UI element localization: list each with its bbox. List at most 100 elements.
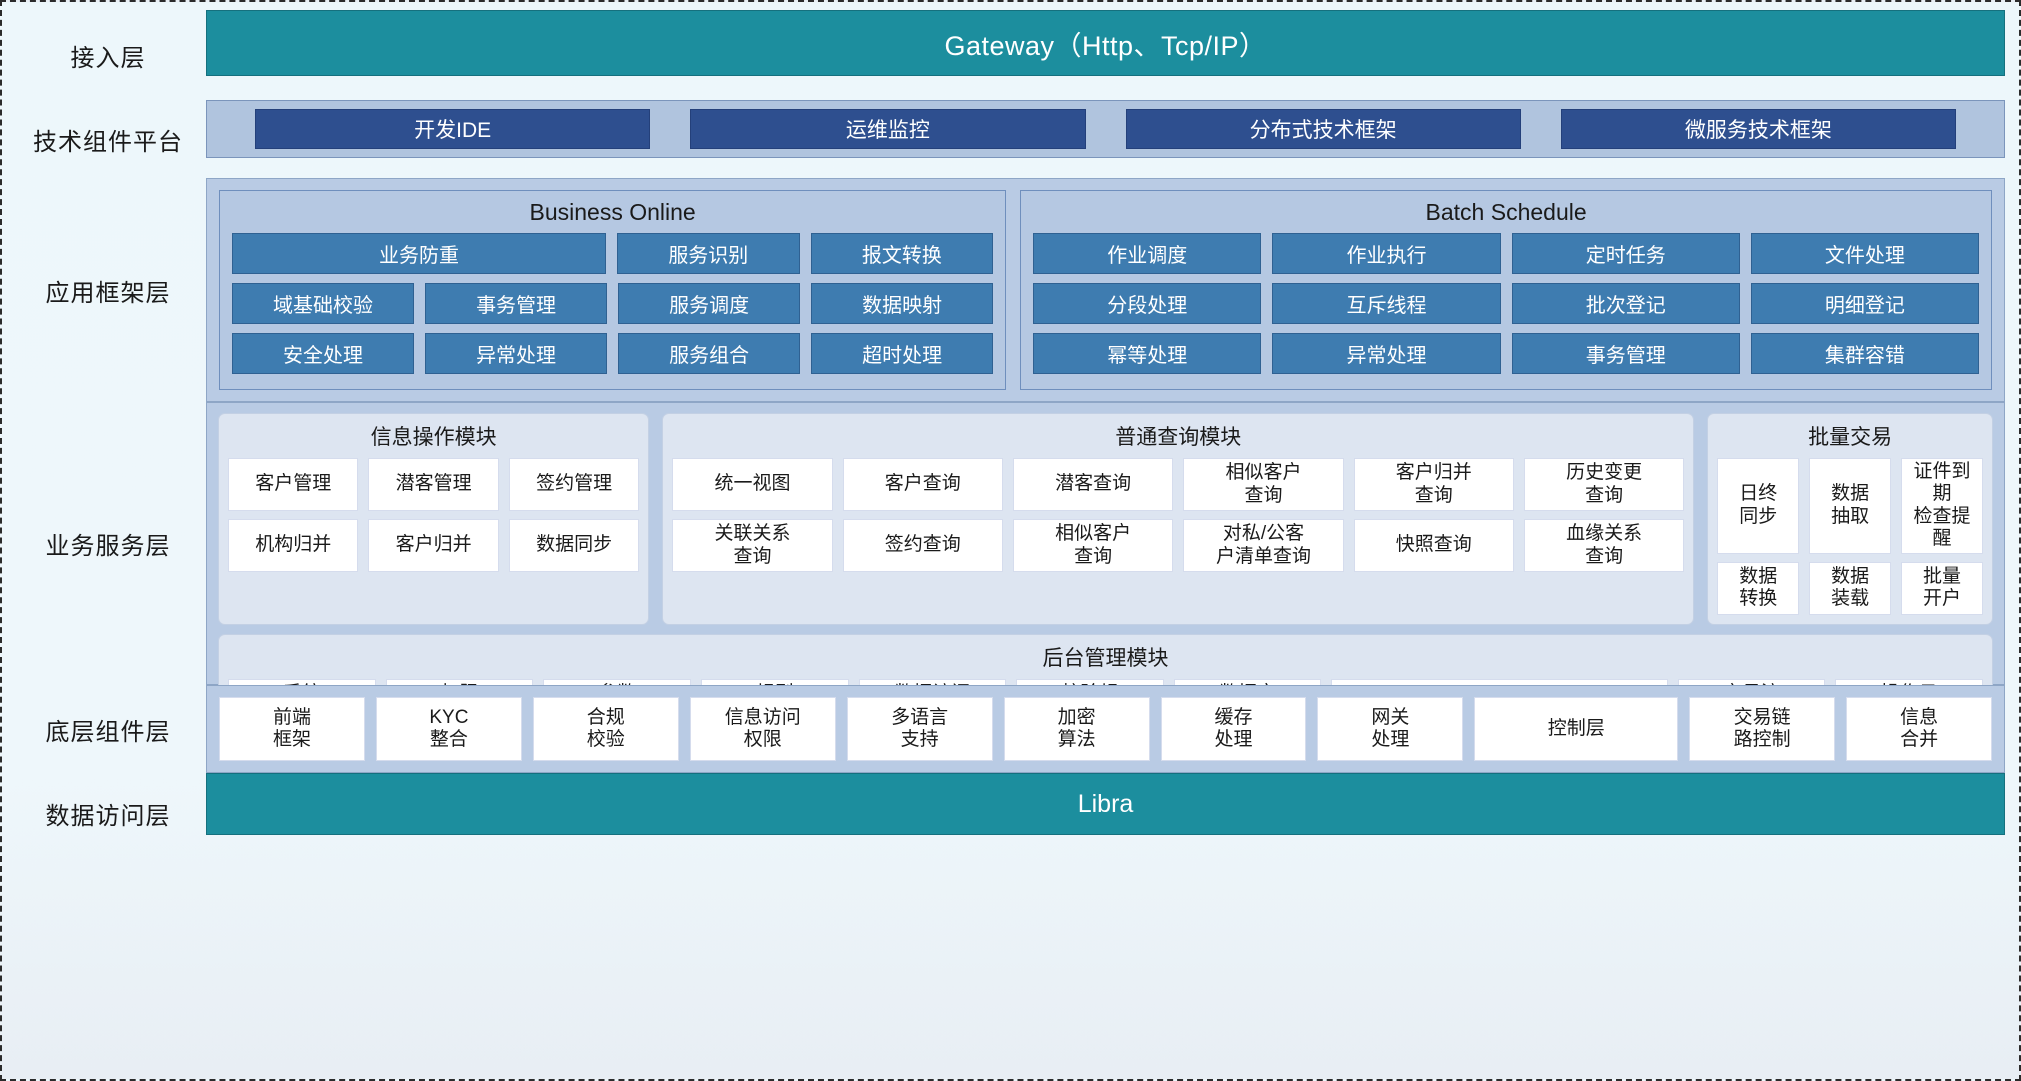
cell-data-load[interactable]: 数据 装载: [1809, 561, 1892, 615]
cell-snapshot-query[interactable]: 快照查询: [1353, 519, 1514, 572]
app-cell-jqrc[interactable]: 集群容错: [1750, 333, 1980, 374]
app-cell-zydd[interactable]: 作业调度: [1033, 233, 1262, 274]
cell-org-merge[interactable]: 机构归并: [228, 519, 359, 572]
cell-customer-query[interactable]: 客户查询: [842, 458, 1003, 511]
app-cell-yjcjy[interactable]: 域基础校验: [232, 283, 415, 324]
group-title-business-online: Business Online: [529, 199, 696, 225]
cell-info-merge[interactable]: 信息 合并: [1846, 697, 1993, 761]
layer-data-access: 数据访问层 Libra: [10, 773, 2005, 853]
module-title-info-operation: 信息操作模块: [370, 426, 497, 449]
cell-contract-query[interactable]: 签约查询: [842, 519, 1003, 572]
cell-customer-merge[interactable]: 客户归并: [368, 519, 499, 572]
module-row: 统一视图 客户查询 潜客查询 相似客户 查询 客户归并 查询 历史变更 查询: [672, 458, 1685, 511]
cell-data-transform[interactable]: 数据 转换: [1717, 561, 1800, 615]
app-cell-mdcl[interactable]: 幂等处理: [1033, 333, 1262, 374]
tech-chip-ide[interactable]: 开发IDE: [255, 109, 651, 149]
layer-label-business-service: 业务服务层: [45, 533, 171, 560]
cell-encryption-algorithm[interactable]: 加密 算法: [1003, 697, 1150, 761]
module-row: 客户管理 潜客管理 签约管理: [228, 458, 640, 511]
app-cell-yccl-batch[interactable]: 异常处理: [1272, 333, 1501, 374]
cell-cache-processing[interactable]: 缓存 处理: [1160, 697, 1307, 761]
cell-id-expiry-reminder[interactable]: 证件到期 检查提醒: [1901, 458, 1983, 554]
layer-label-access: 接入层: [70, 44, 146, 72]
app-cell-sjys[interactable]: 数据映射: [811, 283, 994, 324]
cell-history-change-query[interactable]: 历史变更 查询: [1523, 458, 1685, 511]
app-cell-bwzh[interactable]: 报文转换: [810, 233, 994, 274]
cell-lineage-query[interactable]: 血缘关系 查询: [1523, 519, 1685, 572]
cell-customer-merge-query[interactable]: 客户归并 查询: [1353, 458, 1514, 511]
app-cell-mxdj[interactable]: 明细登记: [1750, 283, 1980, 324]
cell-frontend-framework[interactable]: 前端 框架: [219, 697, 365, 761]
app-cell-zyzx[interactable]: 作业执行: [1272, 233, 1501, 274]
layer-label-app-framework: 应用框架层: [45, 279, 171, 307]
app-cell-swgl-batch[interactable]: 事务管理: [1511, 333, 1740, 374]
tech-chip-band: 开发IDE 运维监控 分布式技术框架 微服务技术框架: [206, 100, 2005, 158]
app-cell-yccl[interactable]: 异常处理: [425, 333, 608, 374]
group-business-online: Business Online 业务防重 服务识别 报文转换 域基础校验 事务管…: [219, 190, 1007, 390]
module-batch-transaction: 批量交易 日终 同步 数据 抽取 证件到期 检查提醒 数据 转换 数据 装载 批…: [1707, 413, 1993, 625]
layer-label-data-access: 数据访问层: [45, 802, 171, 830]
app-cell-cscl[interactable]: 超时处理: [811, 333, 994, 374]
cell-customer-mgmt[interactable]: 客户管理: [228, 458, 359, 511]
tech-chip-distributed-framework[interactable]: 分布式技术框架: [1125, 109, 1521, 149]
module-title-batch-transaction: 批量交易: [1808, 426, 1893, 449]
cell-contract-mgmt[interactable]: 签约管理: [508, 458, 640, 511]
cell-control-layer[interactable]: 控制层: [1474, 697, 1679, 761]
cell-transaction-chain-control[interactable]: 交易链 路控制: [1689, 697, 1836, 761]
cell-multilanguage-support[interactable]: 多语言 支持: [846, 697, 993, 761]
group-title-batch-schedule: Batch Schedule: [1425, 199, 1587, 225]
app-cell-hcxc[interactable]: 互斥线程: [1272, 283, 1501, 324]
cell-prospect-query[interactable]: 潜客查询: [1012, 458, 1174, 511]
cell-compliance-check[interactable]: 合规 校验: [532, 697, 679, 761]
app-cell-fwzh[interactable]: 服务组合: [618, 333, 801, 374]
layer-business-service: 业务服务层 信息操作模块 客户管理 潜客管理 签约管理: [10, 402, 2005, 743]
app-row: 业务防重 服务识别 报文转换: [232, 233, 994, 274]
cell-relation-query[interactable]: 关联关系 查询: [672, 519, 833, 572]
app-row: 分段处理 互斥线程 批次登记 明细登记: [1033, 283, 1980, 324]
tech-chip-microservice-framework[interactable]: 微服务技术框架: [1560, 109, 1956, 149]
cell-eod-sync[interactable]: 日终 同步: [1717, 458, 1800, 554]
module-info-operation: 信息操作模块 客户管理 潜客管理 签约管理 机构归并 客户归并 数据同步: [218, 413, 650, 625]
cell-gateway-processing[interactable]: 网关 处理: [1317, 697, 1464, 761]
app-cell-aqcl[interactable]: 安全处理: [232, 333, 415, 374]
cell-kyc-integration[interactable]: KYC 整合: [375, 697, 522, 761]
libra-bar: Libra: [206, 773, 2005, 835]
app-framework-band: Business Online 业务防重 服务识别 报文转换 域基础校验 事务管…: [206, 178, 2005, 402]
app-cell-dsrw[interactable]: 定时任务: [1511, 233, 1740, 274]
cell-private-public-list-query[interactable]: 对私/公客 户清单查询: [1183, 519, 1344, 572]
module-row: 关联关系 查询 签约查询 相似客户 查询 对私/公客 户清单查询 快照查询 血缘…: [672, 519, 1685, 572]
app-row: 作业调度 作业执行 定时任务 文件处理: [1033, 233, 1980, 274]
cell-data-extract[interactable]: 数据 抽取: [1809, 458, 1892, 554]
app-cell-swgl[interactable]: 事务管理: [425, 283, 608, 324]
layer-app-framework: 应用框架层 Business Online 业务防重 服务识别 报文转换 域基础…: [10, 178, 2005, 402]
module-title-backend-admin: 后台管理模块: [1042, 646, 1169, 670]
cell-similar-customer-query[interactable]: 相似客户 查询: [1183, 458, 1344, 511]
layer-label-tech: 技术组件平台: [33, 128, 183, 156]
layer-tech-platform: 技术组件平台 开发IDE 运维监控 分布式技术框架 微服务技术框架: [10, 100, 2005, 178]
module-title-common-query: 普通查询模块: [1115, 426, 1242, 449]
module-row: 日终 同步 数据 抽取 证件到期 检查提醒: [1717, 458, 1983, 554]
gateway-bar: Gateway（Http、Tcp/IP）: [206, 10, 2005, 76]
cell-batch-account-open[interactable]: 批量 开户: [1901, 561, 1983, 615]
app-row: 幂等处理 异常处理 事务管理 集群容错: [1033, 333, 1980, 374]
layer-access: 接入层 Gateway（Http、Tcp/IP）: [10, 10, 2005, 100]
cell-data-sync[interactable]: 数据同步: [508, 519, 640, 572]
layer-base-component: 底层组件层 前端 框架 KYC 整合 合规 校验 信息访问 权限 多语言 支持 …: [10, 685, 2005, 773]
app-cell-pcdj[interactable]: 批次登记: [1511, 283, 1740, 324]
layer-label-base-component: 底层组件层: [45, 718, 171, 746]
app-cell-fwsb[interactable]: 服务识别: [617, 233, 800, 274]
app-cell-fwdd[interactable]: 服务调度: [618, 283, 801, 324]
group-batch-schedule: Batch Schedule 作业调度 作业执行 定时任务 文件处理 分段处理 …: [1020, 190, 1992, 390]
app-cell-wjcl[interactable]: 文件处理: [1750, 233, 1980, 274]
module-row: 数据 转换 数据 装载 批量 开户: [1717, 561, 1983, 615]
app-cell-ywfz[interactable]: 业务防重: [232, 233, 607, 274]
module-common-query: 普通查询模块 统一视图 客户查询 潜客查询 相似客户 查询 客户归并 查询 历史…: [662, 413, 1695, 625]
cell-similar-customer-query-2[interactable]: 相似客户 查询: [1012, 519, 1174, 572]
cell-info-access-permission[interactable]: 信息访问 权限: [689, 697, 836, 761]
app-cell-fdcl[interactable]: 分段处理: [1033, 283, 1262, 324]
cell-unified-view[interactable]: 统一视图: [672, 458, 833, 511]
base-component-band: 前端 框架 KYC 整合 合规 校验 信息访问 权限 多语言 支持 加密 算法 …: [206, 685, 2005, 773]
tech-chip-ops-monitor[interactable]: 运维监控: [690, 109, 1086, 149]
cell-prospect-mgmt[interactable]: 潜客管理: [368, 458, 499, 511]
